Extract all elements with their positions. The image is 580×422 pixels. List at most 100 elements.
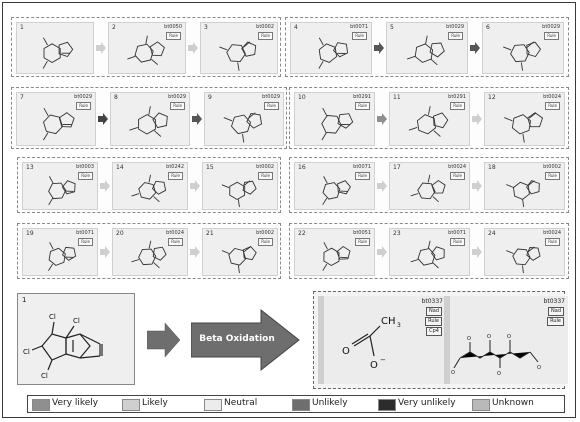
substituent-bond [154,130,162,137]
rule-button[interactable]: Rule [450,102,465,110]
legend-swatch [472,399,490,411]
substituent-bond [221,250,230,254]
compound-number: 5 [390,24,394,31]
compound-structure [322,242,351,271]
compound-number: 8 [114,94,118,101]
compound-structure [131,240,167,269]
rule-button[interactable]: Rule [545,238,560,246]
product-tag: Nad [426,307,442,316]
rule-button[interactable]: Rule [544,32,559,40]
substituent-bond [151,58,158,65]
ring-bond [246,113,263,129]
compound-card-1[interactable]: 1 [16,22,94,74]
legend-label: Neutral [224,398,258,408]
oxygen-label: O [342,346,350,357]
product-tag: Rule [547,317,564,326]
arrow-shape [374,42,384,54]
product-tag: Cp4 [426,327,442,336]
rule-button[interactable]: Rule [448,32,463,40]
compound-structure [408,106,449,137]
rule-button[interactable]: Rule [76,102,91,110]
rule-button[interactable]: Rule [78,172,93,180]
rule-button[interactable]: Rule [258,238,273,246]
transformation-arrow [377,246,387,258]
ring-bond [138,114,156,135]
rule-button[interactable]: Rule [168,172,183,180]
substituent-bond [322,197,328,205]
substituent-bond [48,197,54,206]
substituent-bond [131,259,140,263]
substituent-bond [506,184,514,188]
start-compound-number: 1 [22,296,27,304]
arrow-shape [470,42,480,54]
rule-button[interactable]: Rule [352,32,367,40]
compound-structure [410,240,445,269]
rule-button[interactable]: Rule [355,238,370,246]
compound-structure [322,176,351,205]
transformation-arrow [100,246,110,258]
rule-button[interactable]: Rule [450,172,465,180]
ring-bond [526,41,542,58]
substituent-bond [528,112,537,119]
transformation-arrow [100,180,110,192]
rule-button[interactable]: Rule [258,172,273,180]
product-bt-code: bt0337 [543,298,565,305]
compound-structure [42,107,75,141]
ring-bond [318,43,338,63]
rule-button[interactable]: Rule [168,238,183,246]
compound-number: 19 [26,230,34,237]
rule-button[interactable]: Rule [545,102,560,110]
legend-swatch [32,399,50,411]
ring-bond [43,43,61,64]
ring-bond [414,43,434,63]
product-bt-code: bt0337 [421,298,443,305]
arrow-shape [190,246,200,258]
rule-button[interactable]: Rule [545,172,560,180]
ring-bond [511,114,531,135]
substituent-bond [520,62,524,71]
substituent-bond [49,176,54,184]
rule-button[interactable]: Rule [170,102,185,110]
substituent-bond [131,193,140,197]
rule-button[interactable]: Rule [355,102,370,110]
bt-rule-code: bt0291 [448,94,466,100]
rule-button[interactable]: Rule [166,32,181,40]
bt-rule-code: bt0002 [256,164,274,170]
substituent-bond [432,196,439,203]
rule-button[interactable]: Rule [264,102,279,110]
ring-bond [433,112,449,129]
rule-button[interactable]: Rule [450,238,465,246]
legend-swatch [292,399,310,411]
rule-button[interactable]: Rule [258,32,273,40]
rule-button[interactable]: Rule [78,238,93,246]
ring-bond [526,247,541,261]
bt-rule-code: bt0071 [350,24,368,30]
rule-button[interactable]: Rule [355,172,370,180]
